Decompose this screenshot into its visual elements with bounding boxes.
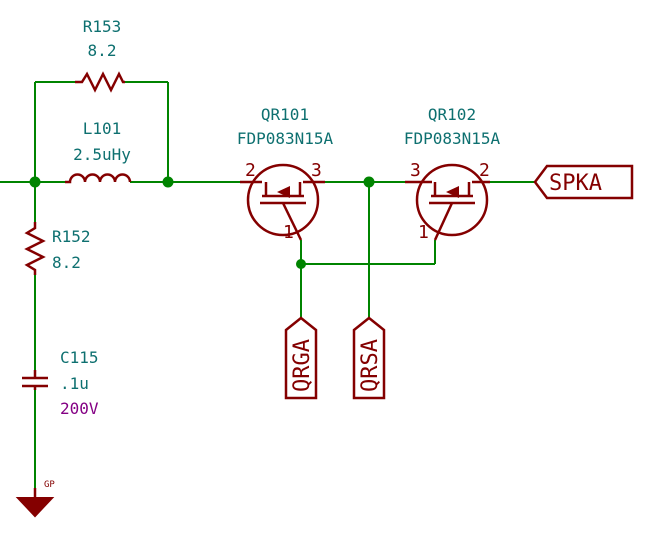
junction-dot [162, 176, 174, 188]
mosfet-qr102-body [415, 163, 489, 237]
mosfet-qr101-gate-lead [281, 202, 303, 241]
spka-label-text: SPKA [549, 171, 602, 196]
qr101-pin-gate: 1 [283, 222, 294, 243]
mosfet-qr101-body [246, 163, 320, 237]
qr101-pin-left: 2 [245, 160, 256, 181]
c115-value: .1u [60, 374, 89, 393]
wires [0, 81, 535, 488]
net-label-qrsa: QRSA [352, 316, 386, 400]
resistor-r152: R152 8.2 [24, 222, 91, 275]
ground-label: GP [44, 480, 55, 490]
qr101-value: FDP083N15A [237, 129, 334, 148]
mosfet-qr101: QR101 FDP083N15A 2 3 1 [237, 105, 334, 243]
qr102-value: FDP083N15A [404, 129, 501, 148]
qr102-pin-gate: 1 [418, 222, 429, 243]
r152-value: 8.2 [52, 253, 81, 272]
inductor-l101: L101 2.5uHy [65, 119, 132, 184]
spka-label-box [533, 164, 634, 200]
junction-dot [363, 176, 375, 188]
resistor-r153: R153 8.2 [75, 17, 125, 93]
junction-dot [296, 259, 306, 269]
qrga-label-text: QRGA [290, 339, 315, 392]
qr102-pin-left: 3 [410, 160, 421, 181]
l101-value: 2.5uHy [73, 145, 131, 164]
qrsa-label-box [352, 316, 386, 400]
resistor-r153-symbol [75, 71, 125, 93]
inductor-l101-symbol [65, 173, 132, 184]
mosfet-qr102-arrow-icon [446, 186, 459, 198]
mosfet-qr102-gate-lead [433, 202, 454, 241]
r153-ref: R153 [83, 17, 122, 36]
junction-dot [29, 176, 41, 188]
ground-symbol: GP [15, 480, 55, 518]
r153-value: 8.2 [88, 41, 117, 60]
qr101-pin-right: 3 [311, 160, 322, 181]
qrsa-label-text: QRSA [358, 339, 383, 392]
c115-ref: C115 [60, 348, 99, 367]
net-label-qrga: QRGA [284, 316, 318, 400]
qrga-label-box [284, 316, 318, 400]
r152-ref: R152 [52, 227, 91, 246]
junctions [29, 176, 375, 269]
qr102-pin-right: 2 [479, 160, 490, 181]
net-label-spka: SPKA [533, 164, 634, 200]
resistor-r152-symbol [24, 222, 46, 275]
capacitor-c115: C115 .1u 200V [22, 348, 99, 418]
l101-ref: L101 [83, 119, 122, 138]
c115-voltage: 200V [60, 399, 99, 418]
ground-arrow-icon [15, 497, 55, 518]
mosfet-qr101-arrow-icon [277, 186, 290, 198]
qr102-ref: QR102 [428, 105, 476, 124]
mosfet-qr102: QR102 FDP083N15A 3 2 1 [404, 105, 501, 243]
qr101-ref: QR101 [261, 105, 309, 124]
